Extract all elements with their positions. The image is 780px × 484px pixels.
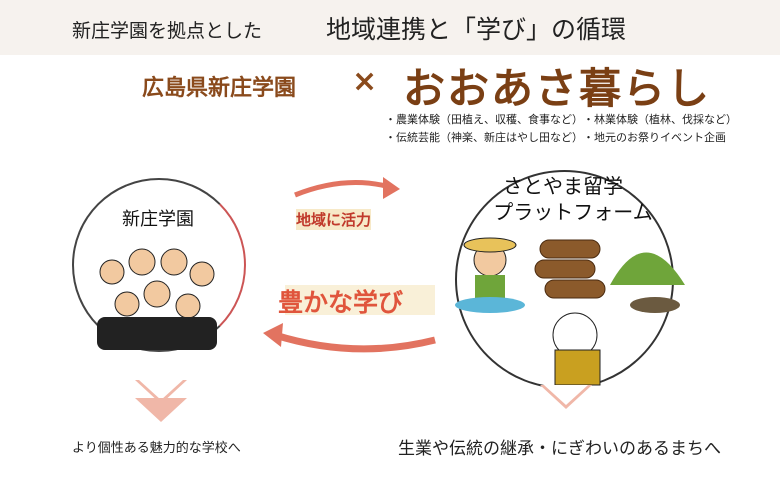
activity-item: ・農業体験（田植え、収穫、食事など） bbox=[385, 113, 583, 126]
farmer-icon bbox=[455, 237, 525, 313]
logs-icon bbox=[534, 239, 606, 299]
community-name: おおあさ暮らし bbox=[403, 64, 712, 113]
satoyama-illustration bbox=[455, 237, 685, 386]
title-prefix: 新庄学園を拠点とした bbox=[72, 20, 263, 42]
arrow-left-icon bbox=[273, 331, 436, 353]
down-arrow-inner bbox=[544, 385, 588, 405]
salamander-icon bbox=[630, 297, 680, 313]
platform-label-2: プラットフォーム bbox=[493, 200, 653, 224]
arrow-right-icon bbox=[294, 180, 391, 198]
students-illustration bbox=[97, 248, 217, 350]
cycle-arrows bbox=[263, 177, 436, 353]
down-arrow-inner bbox=[139, 380, 183, 400]
footer-right: 生業や伝統の継承・にぎわいのあるまちへ bbox=[398, 439, 721, 459]
cross-symbol: × bbox=[352, 64, 378, 99]
school-circle bbox=[72, 178, 246, 352]
top-arrow-label: 地域に活力 bbox=[296, 209, 372, 230]
kagura-mask-icon bbox=[552, 312, 601, 386]
bottom-arrow-label: 豊かな学び bbox=[278, 288, 404, 317]
school-circle-label: 新庄学園 bbox=[122, 209, 194, 230]
activity-item: ・林業体験（植林、伐採など） bbox=[583, 113, 737, 126]
footer-left: より個性ある魅力的な学校へ bbox=[72, 441, 241, 456]
activity-item: ・伝統芸能（神楽、新庄はやし田など） bbox=[385, 131, 583, 144]
title-banner bbox=[0, 0, 780, 55]
school-name: 広島県新庄学園 bbox=[142, 76, 297, 101]
down-arrow-icon bbox=[135, 398, 187, 422]
platform-label-1: さとやま留学 bbox=[503, 174, 623, 198]
activity-item: ・地元のお祭りイベント企画 bbox=[583, 131, 726, 144]
mountain-icon bbox=[610, 252, 685, 285]
page-title: 地域連携と「学び」の循環 bbox=[326, 15, 627, 44]
